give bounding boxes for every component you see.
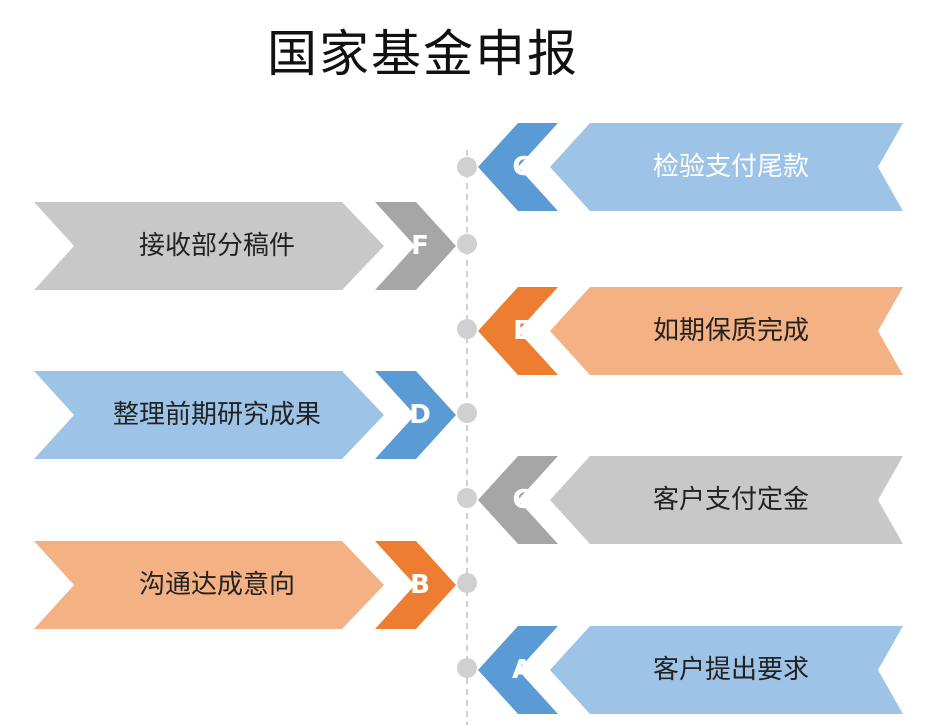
timeline-dot <box>457 319 477 339</box>
timeline-dot <box>457 488 477 508</box>
step-b-label: 沟通达成意向 <box>139 570 295 600</box>
step-b-label-box <box>34 541 384 629</box>
timeline-dot <box>457 234 477 254</box>
diagram-title: 国家基金申报 <box>267 25 579 83</box>
step-e-label: 如期保质完成 <box>653 316 809 346</box>
step-a-letter-chevron <box>478 626 558 714</box>
step-b: B 沟通达成意向 <box>34 541 477 629</box>
step-e-label-box <box>550 287 903 375</box>
timeline-dot <box>457 658 477 678</box>
step-g-label: 检验支付尾款 <box>653 152 809 182</box>
step-d: D 整理前期研究成果 <box>34 371 477 459</box>
step-d-letter: D <box>409 400 431 430</box>
step-c-label-box <box>550 456 903 544</box>
step-g-letter: G <box>512 152 533 182</box>
step-f: F 接收部分稿件 <box>34 202 477 290</box>
timeline-dot <box>457 403 477 423</box>
timeline-dot <box>457 157 477 177</box>
step-b-letter: B <box>410 570 430 600</box>
step-a-label-box <box>550 626 903 714</box>
step-e-letter: E <box>513 316 531 346</box>
step-d-letter-chevron <box>375 371 456 459</box>
step-a-label: 客户提出要求 <box>653 655 809 685</box>
step-c: C 客户支付定金 <box>457 456 903 544</box>
step-d-label-box <box>34 371 384 459</box>
step-g-letter-chevron <box>478 123 558 211</box>
step-d-label: 整理前期研究成果 <box>113 400 321 430</box>
step-c-label: 客户支付定金 <box>653 485 809 515</box>
step-a: A 客户提出要求 <box>457 626 903 714</box>
step-e-letter-chevron <box>478 287 558 375</box>
timeline-dot <box>457 573 477 593</box>
step-g-label-box <box>550 123 903 211</box>
step-c-letter-chevron <box>478 456 558 544</box>
step-g: G 检验支付尾款 <box>457 123 903 211</box>
step-f-label-box <box>34 202 384 290</box>
step-f-letter-chevron <box>375 202 456 290</box>
step-f-label: 接收部分稿件 <box>139 231 295 261</box>
step-e: E 如期保质完成 <box>457 287 903 375</box>
step-b-letter-chevron <box>375 541 456 629</box>
step-c-letter: C <box>512 485 531 515</box>
step-a-letter: A <box>512 655 532 685</box>
step-f-letter: F <box>411 231 429 261</box>
